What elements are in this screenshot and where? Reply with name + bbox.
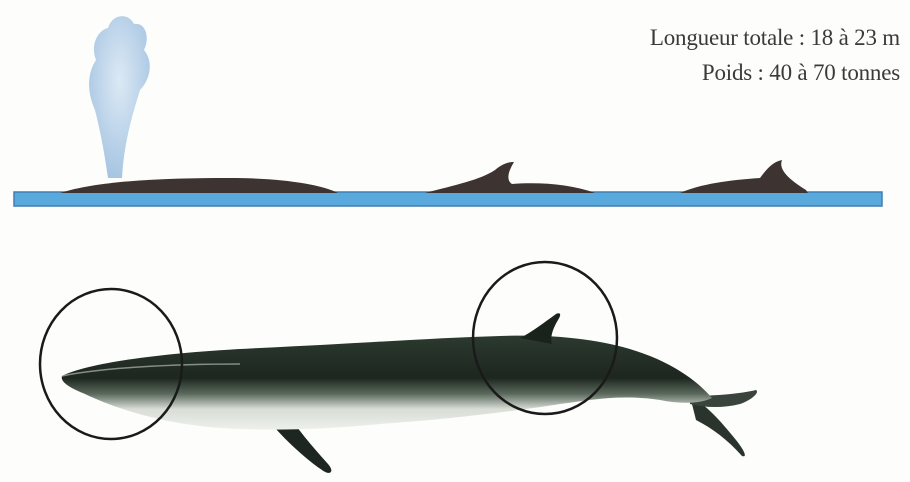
surfacing-back-1 [60, 178, 338, 193]
surfacing-back-3 [680, 160, 808, 193]
surfacing-back-2 [425, 162, 595, 193]
spout-icon [89, 16, 150, 178]
surface-sequence-icon [60, 160, 808, 193]
water-surface [14, 192, 882, 206]
fin-whale-icon [62, 313, 757, 473]
